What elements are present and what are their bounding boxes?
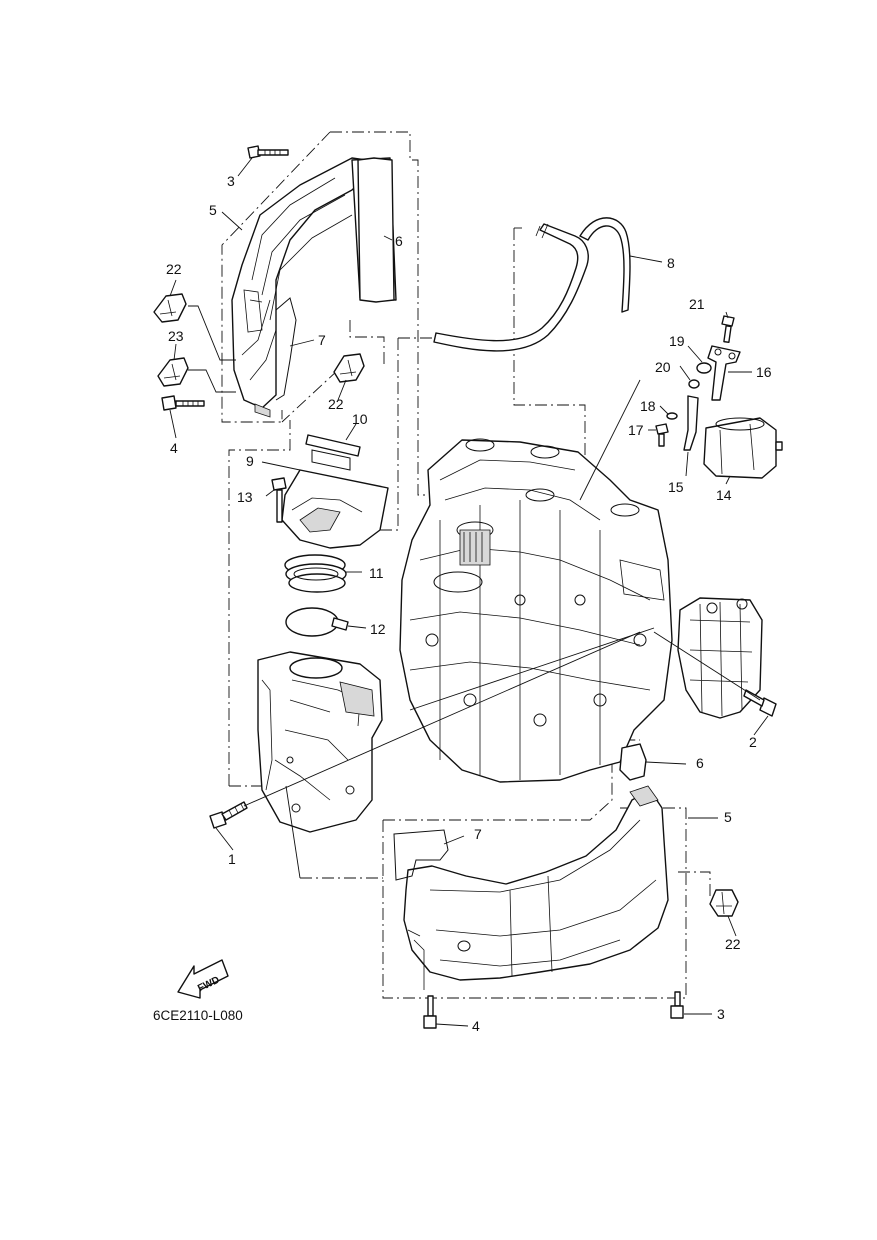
bracket-15 xyxy=(683,395,699,451)
clip-23 xyxy=(157,357,189,387)
engine-block xyxy=(399,438,673,783)
intake-manifold-lower xyxy=(403,785,669,990)
callout-23: 23 xyxy=(168,328,184,344)
hose-8 xyxy=(433,217,631,352)
side-bracket xyxy=(677,597,763,719)
callout-13: 13 xyxy=(237,489,253,505)
clip-22-lower xyxy=(709,889,739,917)
callout-14: 14 xyxy=(716,487,732,503)
callout-20: 20 xyxy=(655,359,671,375)
bolt-21 xyxy=(721,315,735,344)
callout-5-lower: 5 xyxy=(724,809,732,825)
seal-11 xyxy=(284,554,347,593)
callout-4-upper: 4 xyxy=(170,440,178,456)
callout-9: 9 xyxy=(246,453,254,469)
callout-22-lower: 22 xyxy=(725,936,741,952)
callout-4-lower: 4 xyxy=(472,1018,480,1034)
leader-lines xyxy=(169,157,769,1027)
callout-16: 16 xyxy=(756,364,772,380)
bolt-3-lower xyxy=(670,991,684,1019)
callout-6-upper: 6 xyxy=(395,233,403,249)
gasket-7-upper xyxy=(275,297,297,401)
callout-12: 12 xyxy=(370,621,386,637)
bolt-17 xyxy=(655,423,669,447)
callout-5-upper: 5 xyxy=(209,202,217,218)
washer-18 xyxy=(666,412,678,420)
bolt-4-upper xyxy=(161,395,205,411)
callout-18: 18 xyxy=(640,398,656,414)
collar-20 xyxy=(688,379,700,389)
callout-22-mid: 22 xyxy=(328,396,344,412)
callout-3-upper: 3 xyxy=(227,173,235,189)
grommet-19 xyxy=(696,362,712,374)
clip-22-upper xyxy=(153,293,187,323)
assembly-outline-lower xyxy=(228,227,711,999)
callout-6-lower: 6 xyxy=(696,755,704,771)
gasket-upper xyxy=(357,157,395,303)
bolt-1 xyxy=(209,801,248,829)
throttle-body xyxy=(257,651,383,833)
callout-1: 1 xyxy=(228,851,236,867)
callout-22-upper: 22 xyxy=(166,261,182,277)
cover-10 xyxy=(305,434,361,471)
clip-22-mid xyxy=(333,353,365,383)
callout-19: 19 xyxy=(669,333,685,349)
callout-15: 15 xyxy=(668,479,684,495)
fwd-arrow-icon: FWD xyxy=(177,959,229,999)
gasket-lower-7 xyxy=(393,829,449,881)
bolt-3-upper xyxy=(247,145,289,159)
clamp-12 xyxy=(285,607,349,637)
diagram-code: 6CE2110-L080 xyxy=(153,1008,243,1023)
callout-labels: 1 2 3 3 4 4 5 5 6 6 7 7 8 9 10 11 12 13 … xyxy=(166,173,772,1034)
callout-3-lower: 3 xyxy=(717,1006,725,1022)
silencer-cover-9 xyxy=(281,469,389,549)
callout-8: 8 xyxy=(667,255,675,271)
bolt-4-lower xyxy=(423,995,437,1029)
callout-17: 17 xyxy=(628,422,644,438)
assembly-outline-upper xyxy=(221,131,440,496)
gasket-lower-6 xyxy=(619,743,647,781)
callout-21: 21 xyxy=(689,296,705,312)
callout-2: 2 xyxy=(749,734,757,750)
bracket-16 xyxy=(707,345,741,401)
bolt-13 xyxy=(271,477,287,523)
callout-7-lower: 7 xyxy=(474,826,482,842)
callout-7-upper: 7 xyxy=(318,332,326,348)
bolt-2 xyxy=(743,689,777,717)
fuel-filter-14 xyxy=(703,417,783,479)
callout-11: 11 xyxy=(369,565,384,581)
callout-10: 10 xyxy=(352,411,368,427)
